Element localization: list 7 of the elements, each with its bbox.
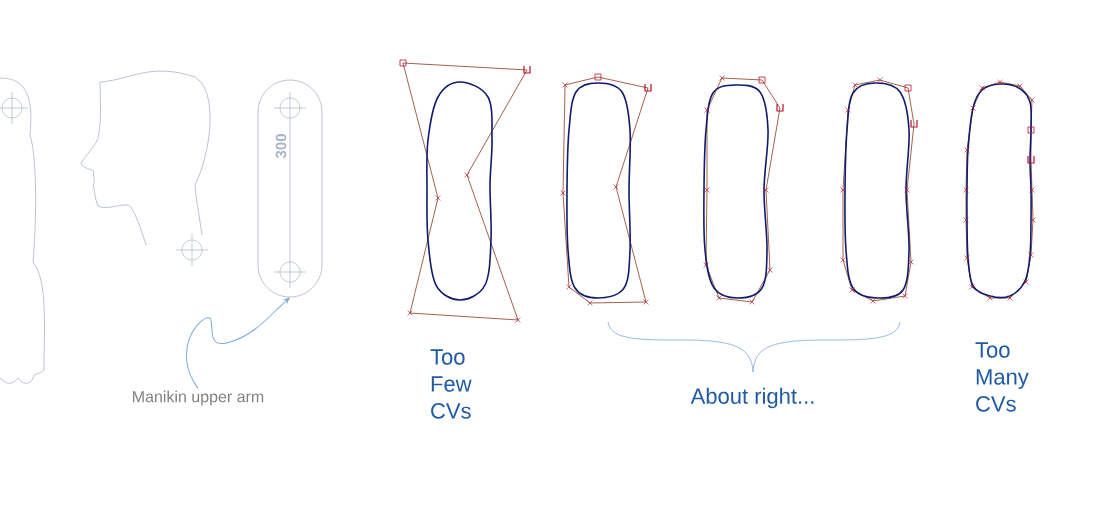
annotation-text: Too Few CVs: [430, 349, 472, 419]
arm-outline: [257, 79, 323, 298]
annotation-text: Too Many CVs: [975, 342, 1029, 412]
annotation-text: About right...: [690, 387, 814, 409]
callout-text: Manikin upper arm: [133, 390, 264, 406]
leader-line: [185, 297, 290, 389]
dimension-label: 300: [275, 134, 287, 159]
